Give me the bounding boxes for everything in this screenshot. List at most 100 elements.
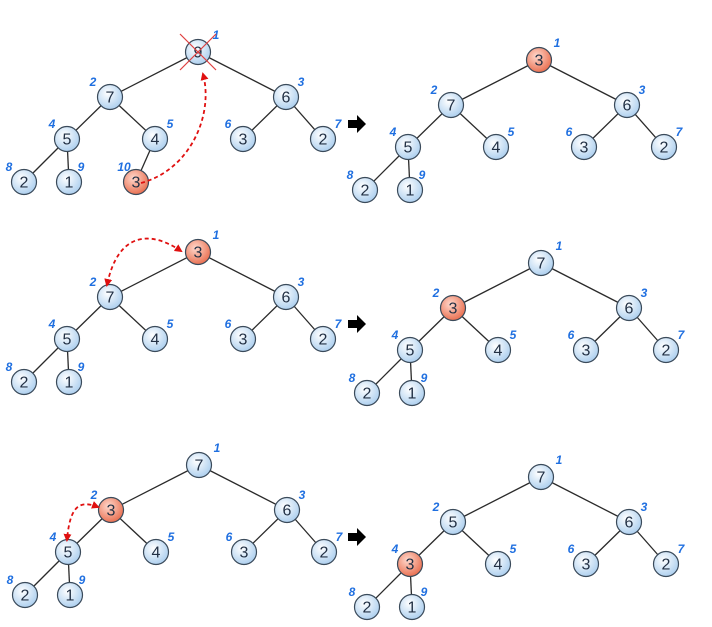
- node-circle: [482, 133, 510, 161]
- node-value: 7: [195, 458, 204, 475]
- node-circle: [570, 133, 598, 161]
- node-circle: [439, 294, 467, 322]
- node-value: 6: [282, 90, 291, 107]
- highlighted-node: 3: [184, 238, 212, 266]
- heap-node: 7: [185, 451, 213, 479]
- node-circle: [56, 581, 84, 609]
- node-circle: [572, 336, 600, 364]
- heap-node: 4: [141, 325, 169, 353]
- node-index-label: 1: [556, 453, 563, 467]
- node-index-label: 6: [566, 125, 573, 139]
- node-value: 7: [106, 90, 115, 107]
- right-arrow-icon: [348, 528, 366, 546]
- node-value: 2: [20, 175, 29, 192]
- node-circle: [229, 125, 257, 153]
- heap-node: 7: [527, 249, 555, 277]
- node-circle: [396, 176, 424, 204]
- node-circle: [484, 336, 512, 364]
- tree-edge: [109, 251, 199, 298]
- node-value: 6: [283, 503, 292, 520]
- node-value: 2: [319, 332, 328, 349]
- node-circle: [652, 550, 680, 578]
- node-circle: [353, 593, 381, 621]
- node-value: 7: [537, 470, 546, 487]
- node-index-label: 3: [298, 75, 305, 89]
- node-index-label: 7: [678, 542, 686, 556]
- node-value: 4: [494, 557, 503, 574]
- cross-stroke: [179, 33, 217, 71]
- node-index-label: 3: [298, 275, 305, 289]
- node-value: 5: [404, 140, 413, 157]
- node-value: 5: [63, 332, 72, 349]
- node-value: 3: [582, 343, 591, 360]
- heap-node: 6: [615, 508, 643, 536]
- heap-node: 1: [55, 168, 83, 196]
- node-value: 7: [447, 98, 456, 115]
- heap-node: 2: [309, 125, 337, 153]
- node-value: 7: [106, 290, 115, 307]
- node-value: 1: [408, 600, 417, 617]
- node-index-label: 3: [299, 488, 306, 502]
- node-value: 2: [319, 132, 328, 149]
- node-index-label: 7: [678, 328, 686, 342]
- arrow-shaft: [348, 320, 358, 328]
- node-value: 4: [151, 332, 160, 349]
- node-index-label: 3: [641, 286, 648, 300]
- heap-node: 5: [396, 336, 424, 364]
- tree-edge: [452, 262, 542, 309]
- heap-node: 6: [272, 83, 300, 111]
- node-circle: [273, 496, 301, 524]
- node-value: 3: [194, 245, 203, 262]
- highlighted-node: 3: [525, 46, 553, 74]
- node-index-label: 1: [214, 441, 221, 455]
- node-circle: [439, 508, 467, 536]
- node-circle: [398, 379, 426, 407]
- node-index-label: 8: [349, 585, 356, 599]
- node-circle: [53, 325, 81, 353]
- node-index-label: 2: [90, 488, 98, 502]
- node-circle: [396, 336, 424, 364]
- node-value: 3: [240, 545, 249, 562]
- node-circle: [398, 593, 426, 621]
- node-index-label: 1: [556, 239, 563, 253]
- tree-edge: [110, 464, 200, 511]
- node-index-label: 2: [89, 75, 97, 89]
- node-circle: [229, 325, 257, 353]
- node-value: 1: [406, 183, 415, 200]
- node-circle: [185, 451, 213, 479]
- node-value: 2: [21, 588, 30, 605]
- node-value: 4: [152, 545, 161, 562]
- heap-node: 1: [398, 379, 426, 407]
- node-value: 2: [662, 343, 671, 360]
- node-circle: [141, 325, 169, 353]
- node-circle: [310, 538, 338, 566]
- node-value: 3: [535, 53, 544, 70]
- node-index-label: 5: [510, 542, 517, 556]
- node-index-label: 6: [225, 117, 232, 131]
- node-index-label: 6: [568, 542, 575, 556]
- heap-node: 7: [96, 83, 124, 111]
- heap-node: 6: [615, 294, 643, 322]
- heap-node: 3: [572, 336, 600, 364]
- heap-node: 7: [437, 91, 465, 119]
- node-index-label: 1: [554, 36, 561, 50]
- tree-edge: [452, 476, 542, 523]
- node-index-label: 9: [78, 160, 85, 174]
- node-value: 2: [363, 600, 372, 617]
- node-index-label: 4: [389, 125, 397, 139]
- node-circle: [96, 83, 124, 111]
- heap-node: 7: [96, 283, 124, 311]
- node-index-label: 8: [6, 360, 13, 374]
- node-circle: [272, 83, 300, 111]
- node-index-label: 2: [430, 83, 438, 97]
- swap-arrow: [140, 72, 209, 184]
- node-index-label: 6: [568, 328, 575, 342]
- node-index-label: 8: [347, 168, 354, 182]
- node-value: 9: [194, 45, 203, 62]
- node-value: 6: [282, 290, 291, 307]
- node-index-label: 5: [168, 530, 175, 544]
- heap-node: 4: [484, 336, 512, 364]
- node-index-label: 1: [213, 28, 220, 42]
- node-index-label: 2: [432, 500, 440, 514]
- node-value: 4: [492, 140, 501, 157]
